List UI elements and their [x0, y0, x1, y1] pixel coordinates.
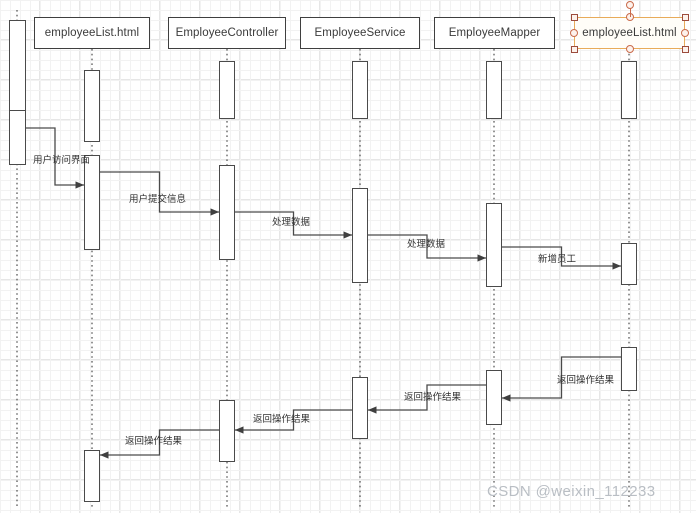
participant-label: employeeList.html [582, 27, 677, 39]
participant-box-service[interactable]: EmployeeService [300, 17, 420, 49]
message-label-m1: 用户访问界面 [33, 155, 91, 166]
participant-label: EmployeeController [175, 27, 279, 39]
activation-bar-service[interactable] [352, 188, 368, 283]
participant-box-page2[interactable]: employeeList.html [574, 17, 685, 49]
message-arrow-m8 [234, 409, 352, 434]
message-arrow-m5 [502, 246, 622, 270]
activation-bar-mapper[interactable] [486, 61, 502, 119]
activation-bar-service[interactable] [352, 377, 368, 439]
message-arrow-m3 [235, 211, 353, 239]
activation-bar-page[interactable] [84, 155, 100, 250]
activation-bar-page2[interactable] [621, 61, 637, 119]
message-arrows [26, 127, 622, 459]
message-label-m5: 新增员工 [538, 254, 577, 265]
message-arrow-m6 [501, 356, 621, 402]
activation-bar-controller[interactable] [219, 61, 235, 119]
activation-bar-page2[interactable] [621, 347, 637, 391]
participant-label: EmployeeService [314, 27, 406, 39]
message-label-m8: 返回操作结果 [253, 414, 311, 425]
resize-handle-top-right[interactable] [681, 13, 689, 21]
message-label-m9: 返回操作结果 [125, 436, 183, 447]
activation-bar-mapper[interactable] [486, 203, 502, 287]
activation-bar-page[interactable] [84, 450, 100, 502]
resize-handle-top-left[interactable] [570, 13, 578, 21]
resize-handle-bottom-center[interactable] [625, 45, 634, 53]
participant-label: employeeList.html [44, 27, 140, 39]
message-arrow-m1 [26, 127, 85, 189]
rotation-handle[interactable] [625, 1, 634, 9]
message-arrow-m2 [100, 171, 220, 216]
participant-box-controller[interactable]: EmployeeController [168, 17, 286, 49]
resize-handle-bottom-left[interactable] [570, 45, 578, 53]
message-arrow-m7 [367, 384, 486, 414]
activation-bar-service[interactable] [352, 61, 368, 119]
watermark: CSDN @weixin_112233 [487, 483, 656, 500]
message-label-m6: 返回操作结果 [557, 375, 615, 386]
message-arrow-m4 [368, 234, 487, 262]
activation-bar-page[interactable] [84, 70, 100, 142]
activation-bar-actor[interactable] [9, 110, 26, 165]
activation-bar-page2[interactable] [621, 243, 637, 285]
message-label-m3: 处理数据 [272, 217, 311, 228]
rotation-handle-stem [629, 6, 631, 17]
participant-box-mapper[interactable]: EmployeeMapper [434, 17, 555, 49]
participant-label: EmployeeMapper [448, 27, 541, 39]
participant-box-page[interactable]: employeeList.html [34, 17, 150, 49]
message-label-m2: 用户提交信息 [129, 194, 187, 205]
activation-bar-mapper[interactable] [486, 370, 502, 425]
resize-handle-middle-right[interactable] [681, 29, 689, 37]
message-label-m7: 返回操作结果 [404, 392, 462, 403]
activation-bar-controller[interactable] [219, 400, 235, 462]
message-arrow-m9 [99, 429, 219, 459]
resize-handle-middle-left[interactable] [570, 29, 578, 37]
message-label-m4: 处理数据 [407, 239, 446, 250]
activation-bar-controller[interactable] [219, 165, 235, 260]
resize-handle-bottom-right[interactable] [681, 45, 689, 53]
